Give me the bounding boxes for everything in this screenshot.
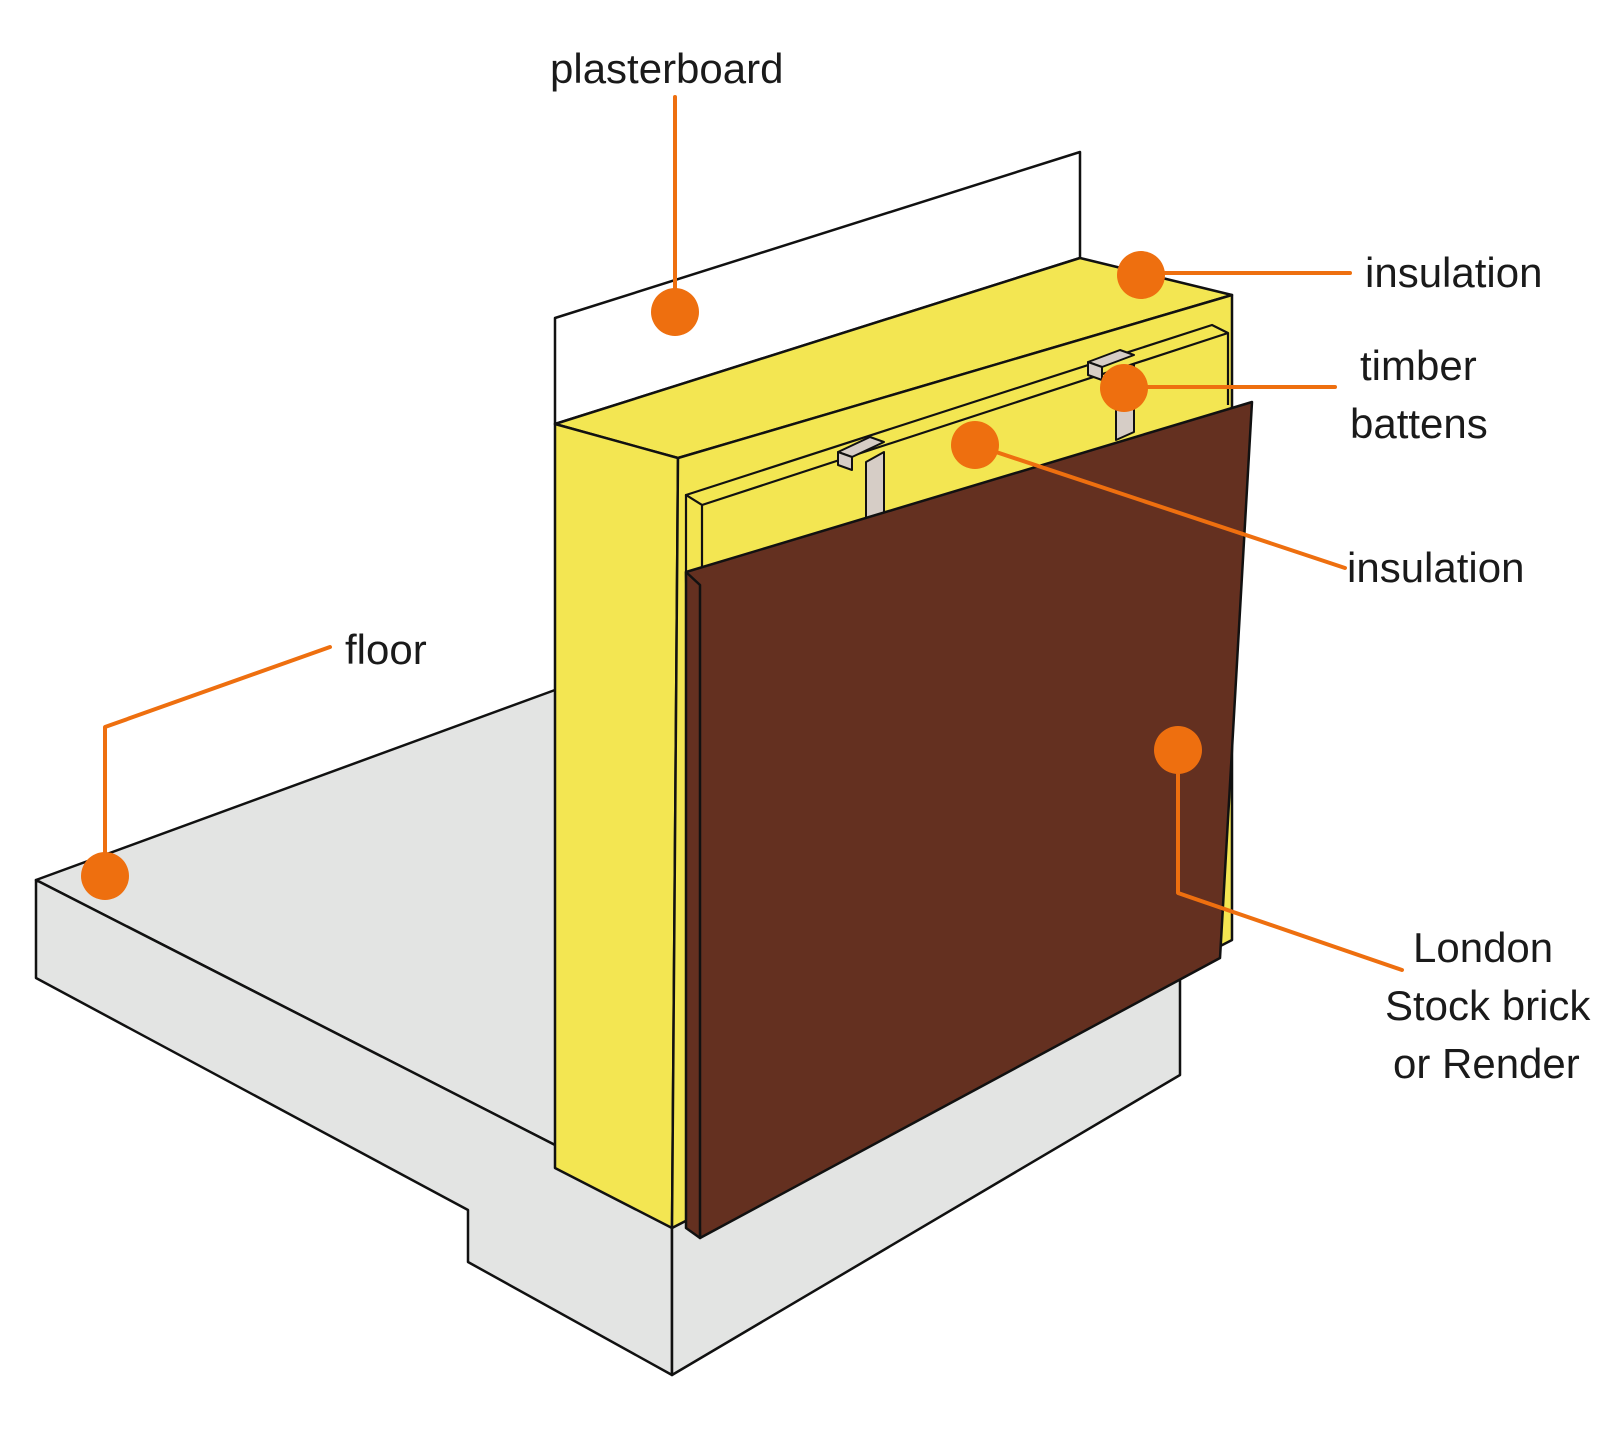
- dot-insulation-inner: [951, 421, 999, 469]
- label-brick-line3: or Render: [1393, 1040, 1580, 1087]
- batten-left-post: [865, 451, 885, 521]
- dot-plasterboard: [651, 288, 699, 336]
- label-floor: floor: [345, 626, 427, 673]
- dot-timber-battens: [1100, 364, 1148, 412]
- leader-lines: [103, 95, 1404, 972]
- dot-floor: [81, 852, 129, 900]
- label-brick-line1: London: [1413, 924, 1553, 971]
- dot-insulation-outer: [1117, 251, 1165, 299]
- labels: plasterboard insulation timber battens i…: [345, 45, 1591, 1087]
- brick-render-board: [684, 400, 1254, 1240]
- brick-edge: [684, 570, 702, 1240]
- insulation-inner-front: [684, 493, 704, 574]
- leader-floor: [103, 645, 332, 878]
- label-insulation-outer: insulation: [1365, 249, 1542, 296]
- dot-brick: [1154, 726, 1202, 774]
- leader-brick: [1176, 746, 1404, 972]
- label-timber-battens-line2: battens: [1350, 400, 1488, 447]
- callout-dots: [81, 251, 1202, 900]
- label-timber-battens-line1: timber: [1360, 342, 1477, 389]
- insulation-outer-front: [553, 422, 680, 1230]
- label-plasterboard: plasterboard: [550, 45, 783, 92]
- batten-left-front: [837, 451, 853, 471]
- leader-insulation-inner: [973, 443, 1347, 570]
- timber-batten-left: [837, 436, 885, 521]
- label-brick-line2: Stock brick: [1385, 982, 1591, 1029]
- label-insulation-inner: insulation: [1347, 544, 1524, 591]
